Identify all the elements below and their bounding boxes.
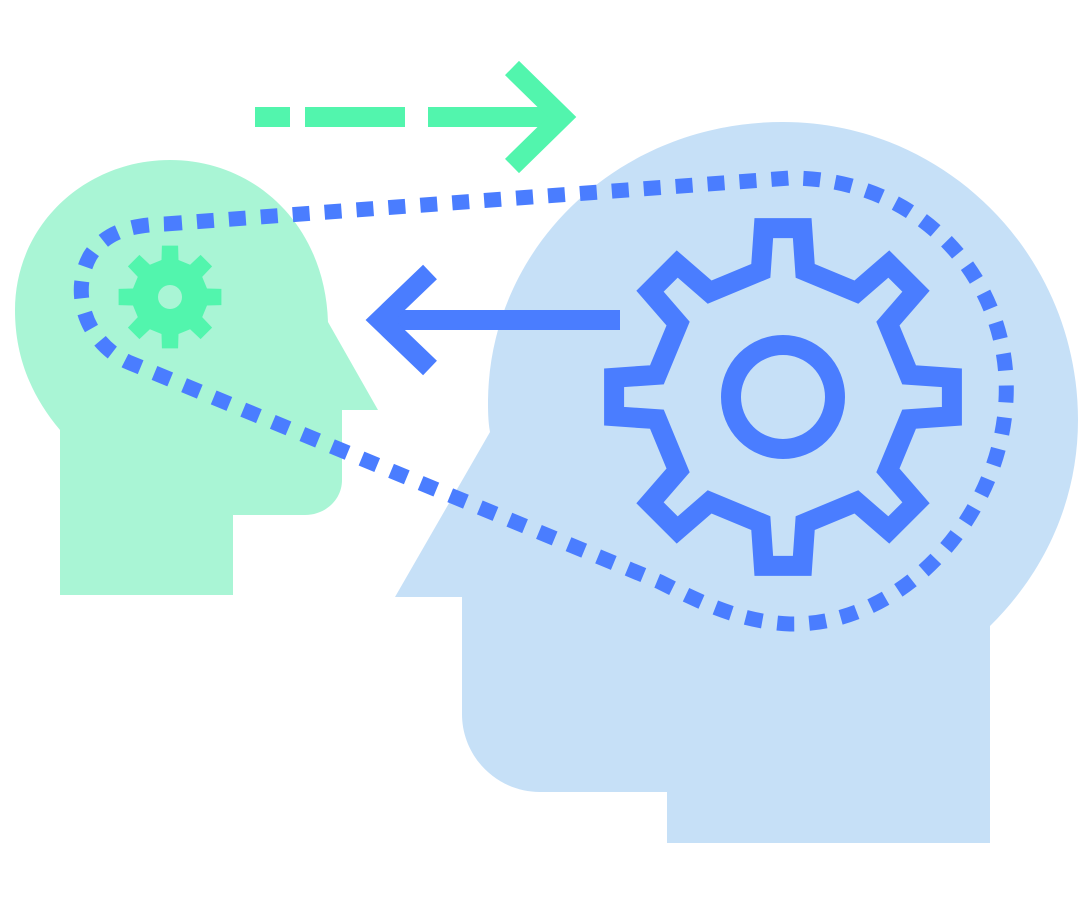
large-head-icon <box>395 122 1078 843</box>
small-head-icon <box>15 160 378 595</box>
large-gear-icon <box>604 218 962 576</box>
large-gear-hub <box>721 335 845 459</box>
small-gear-hole <box>158 285 182 309</box>
right-arrow-icon <box>255 60 577 174</box>
left-arrow-icon <box>365 264 620 376</box>
dotted-loop <box>73 170 1014 632</box>
